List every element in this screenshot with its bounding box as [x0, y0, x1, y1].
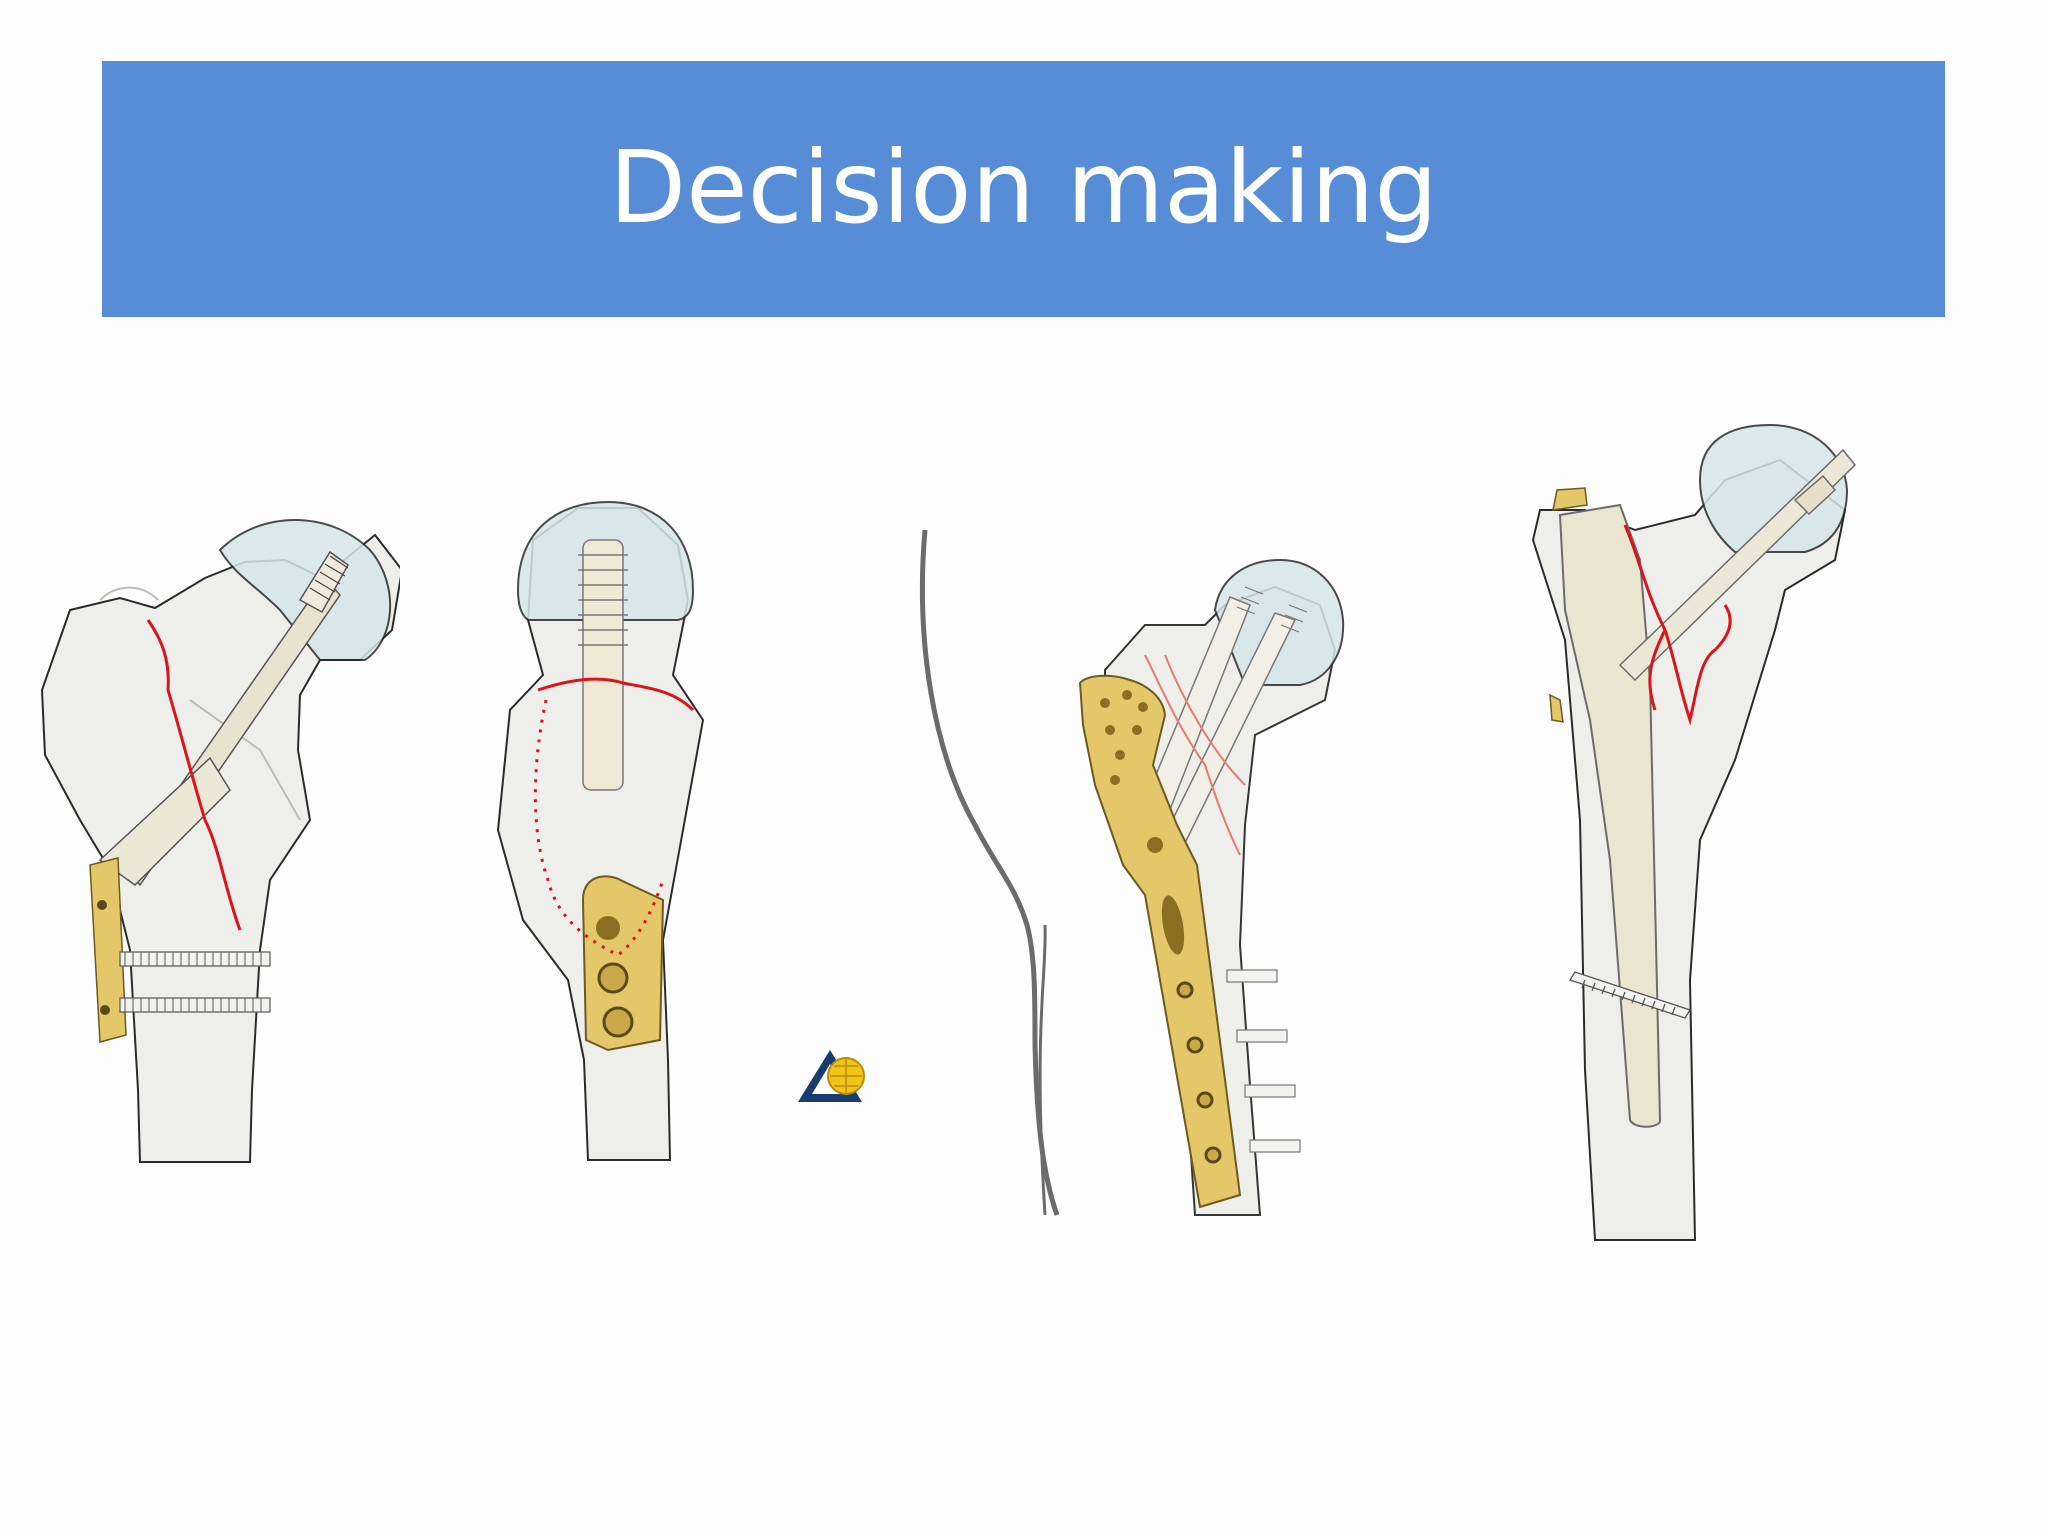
femur-cephalomedullary-nail-illustration	[1531, 423, 1857, 1241]
femur-sliding-hip-screw-illustration	[40, 519, 400, 1163]
femur-proximal-locking-plate-illustration	[919, 529, 1345, 1216]
slide-title: Decision making	[609, 128, 1438, 246]
ao-foundation-logo	[798, 1050, 865, 1102]
femur-sliding-hip-screw-ap-illustration	[496, 500, 705, 1161]
title-banner: Decision making	[102, 61, 1945, 317]
